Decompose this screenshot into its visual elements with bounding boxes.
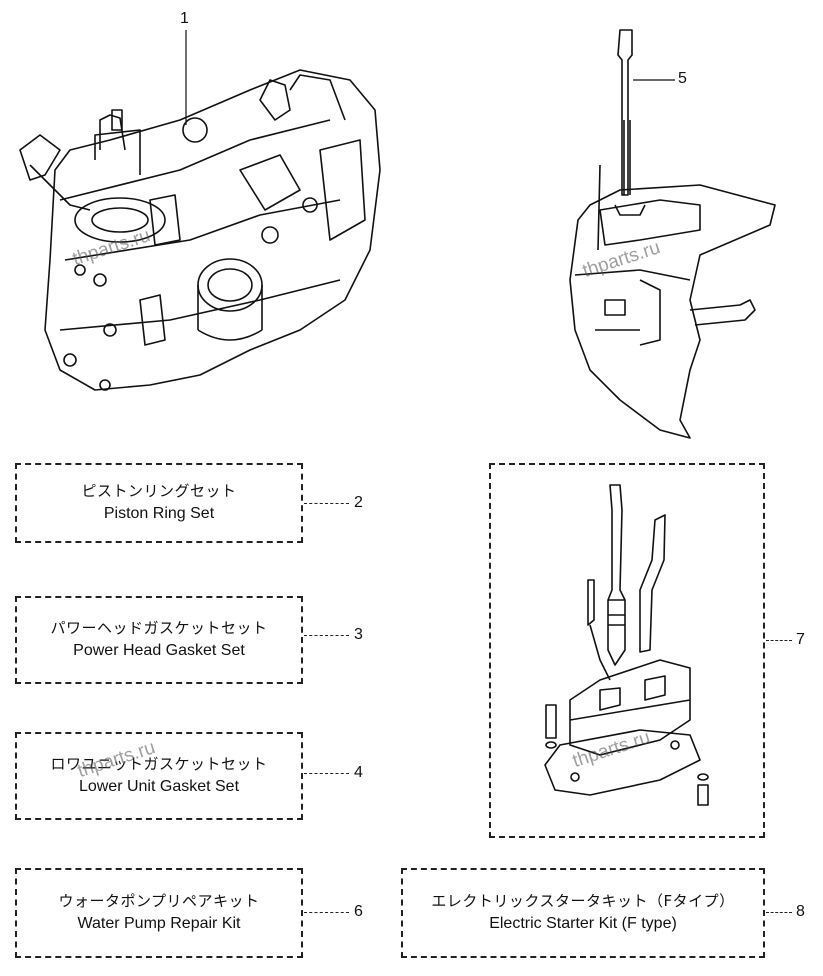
leader-4	[304, 773, 349, 774]
power-head-gasket-set-en: Power Head Gasket Set	[73, 642, 245, 659]
callout-6: 6	[354, 903, 363, 920]
water-pump-repair-kit-box: ウォータポンプリペアキット Water Pump Repair Kit	[15, 868, 303, 958]
lower-unit-gasket-set-box: ロワユニットガスケットセット Lower Unit Gasket Set	[15, 732, 303, 820]
leader-2	[304, 503, 349, 504]
water-pump-kit-frame	[489, 463, 765, 838]
leader-3	[304, 635, 349, 636]
leader-7	[766, 640, 792, 641]
callout-2: 2	[354, 494, 363, 511]
callout-4: 4	[354, 764, 363, 781]
callout-3: 3	[354, 626, 363, 643]
power-head-gasket-set-jp: パワーヘッドガスケットセット	[50, 619, 268, 637]
electric-starter-kit-jp: エレクトリックスタータキット（Fタイプ）	[431, 892, 735, 910]
callout-1: 1	[180, 10, 189, 27]
lower-unit-drawing	[569, 29, 776, 439]
water-pump-kit-drawing	[544, 484, 709, 806]
electric-starter-kit-box: エレクトリックスタータキット（Fタイプ） Electric Starter Ki…	[401, 868, 765, 958]
piston-ring-set-box: ピストンリングセット Piston Ring Set	[15, 463, 303, 543]
electric-starter-kit-en: Electric Starter Kit (F type)	[489, 915, 677, 932]
piston-ring-set-en: Piston Ring Set	[103, 505, 215, 522]
water-pump-repair-kit-jp: ウォータポンプリペアキット	[58, 892, 260, 910]
callout-5: 5	[678, 70, 687, 87]
callout-8: 8	[796, 903, 805, 920]
power-head-drawing	[19, 69, 381, 391]
callout-7: 7	[796, 631, 805, 648]
piston-ring-set-jp: ピストンリングセット	[81, 482, 237, 500]
leader-8	[766, 912, 792, 913]
leader-6	[304, 912, 349, 913]
lower-unit-gasket-set-en: Lower Unit Gasket Set	[78, 778, 240, 795]
power-head-gasket-set-box: パワーヘッドガスケットセット Power Head Gasket Set	[15, 596, 303, 684]
water-pump-repair-kit-en: Water Pump Repair Kit	[77, 915, 241, 932]
lower-unit-gasket-set-jp: ロワユニットガスケットセット	[50, 755, 268, 773]
